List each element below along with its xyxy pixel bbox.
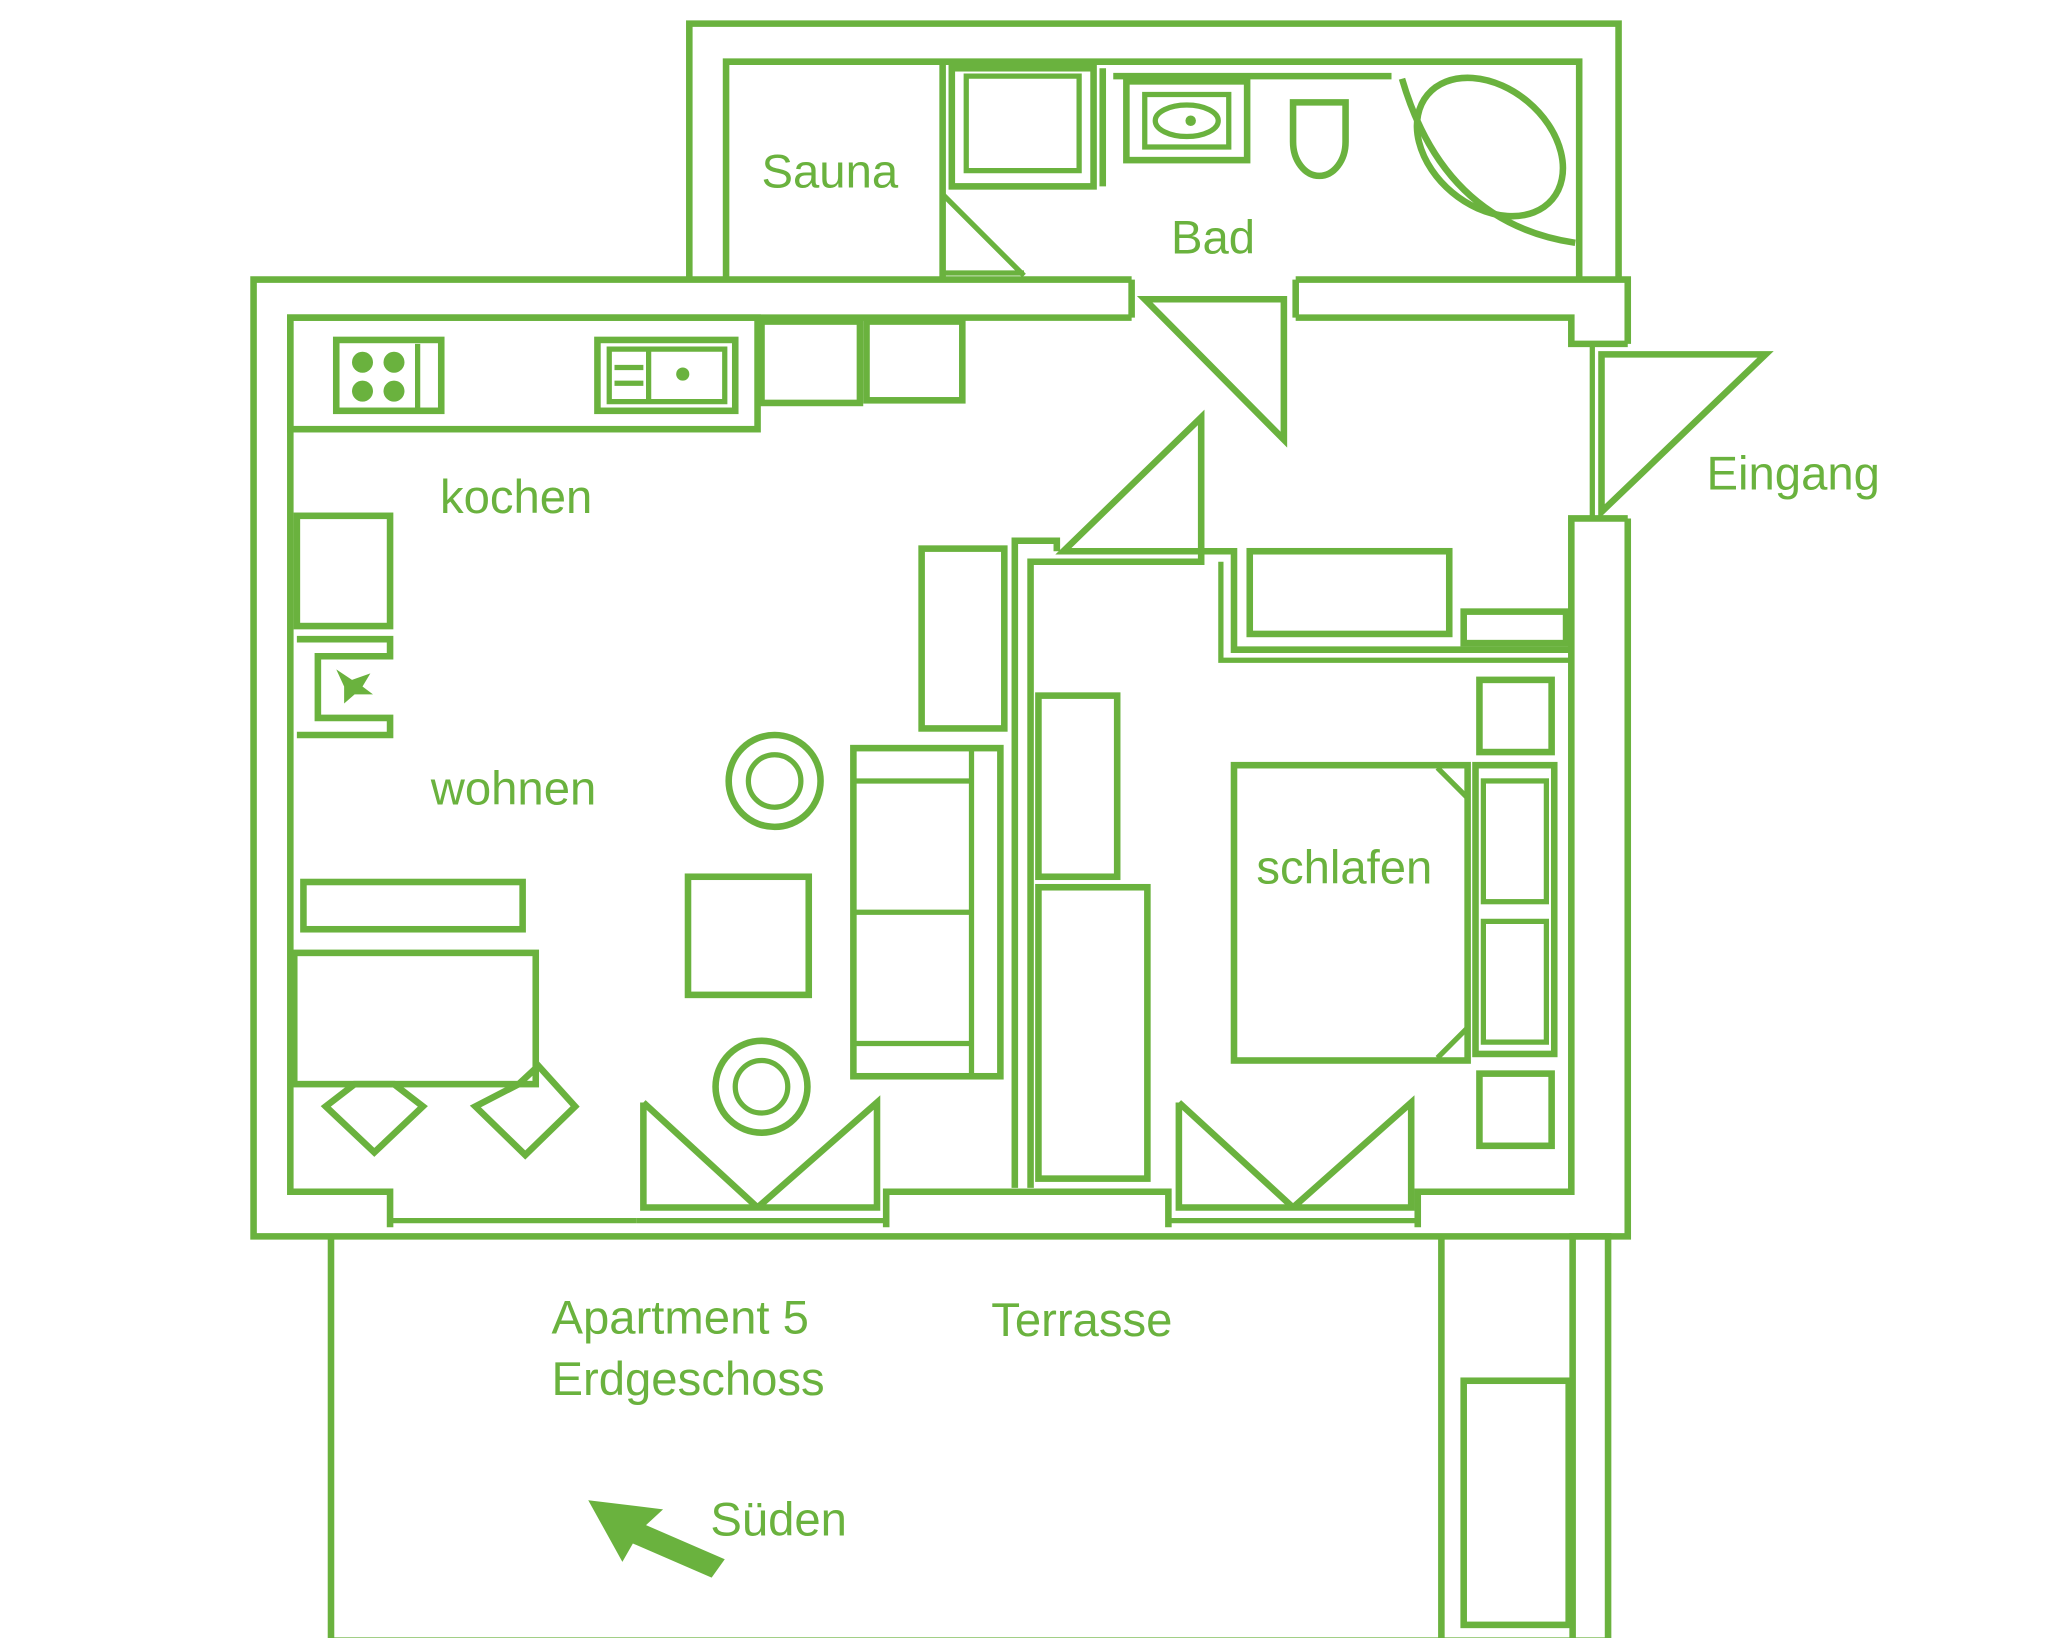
coffee-table bbox=[684, 873, 813, 999]
main-walls bbox=[250, 276, 1632, 1240]
label-kochen: kochen bbox=[440, 471, 592, 524]
fireplace-icon bbox=[296, 635, 394, 739]
nightstand bbox=[1476, 1070, 1555, 1150]
kitchen-cabinet bbox=[758, 318, 864, 407]
sink-icon bbox=[594, 336, 739, 415]
wardrobe bbox=[1035, 692, 1121, 881]
label-title-line1: Apartment 5 bbox=[552, 1292, 809, 1345]
bathtub bbox=[1398, 74, 1576, 247]
stove-icon bbox=[332, 336, 445, 415]
terrace-door-bedroom bbox=[1175, 1095, 1415, 1211]
label-terrasse: Terrasse bbox=[991, 1294, 1172, 1347]
kitchen-cabinet bbox=[863, 318, 966, 404]
dresser bbox=[1246, 547, 1453, 638]
south-arrow-icon bbox=[588, 1500, 725, 1578]
label-sauna: Sauna bbox=[762, 146, 899, 199]
nightstand bbox=[1476, 676, 1555, 756]
chair bbox=[320, 1080, 428, 1157]
wardrobe bbox=[1035, 883, 1151, 1182]
label-eingang: Eingang bbox=[1707, 448, 1880, 501]
side-cabinet bbox=[293, 512, 394, 630]
bed bbox=[1230, 761, 1558, 1064]
armchair bbox=[725, 731, 824, 831]
sideboard bbox=[918, 545, 1008, 732]
label-bad: Bad bbox=[1171, 211, 1255, 264]
bedroom-door bbox=[1055, 409, 1205, 555]
shower bbox=[948, 64, 1392, 190]
label-schlafen: schlafen bbox=[1256, 841, 1432, 894]
entrance-door bbox=[1589, 343, 1774, 520]
label-wohnen: wohnen bbox=[430, 763, 597, 816]
armchair bbox=[712, 1037, 811, 1136]
terrace bbox=[327, 1233, 1612, 1638]
bathroom-door bbox=[1136, 295, 1288, 448]
desk bbox=[300, 878, 526, 933]
chair bbox=[469, 1061, 580, 1160]
bath-block-walls bbox=[686, 20, 1622, 280]
dining-table bbox=[290, 949, 540, 1088]
terrace-door-living bbox=[640, 1095, 881, 1211]
toilet bbox=[1289, 99, 1349, 180]
shelf bbox=[1460, 608, 1570, 647]
sofa bbox=[850, 744, 1004, 1080]
kitchen-counter bbox=[287, 314, 761, 433]
sauna-door bbox=[940, 192, 1026, 278]
label-title-line2: Erdgeschoss bbox=[552, 1353, 825, 1406]
label-orientation: Süden bbox=[710, 1494, 847, 1547]
washbasin bbox=[1123, 78, 1251, 164]
